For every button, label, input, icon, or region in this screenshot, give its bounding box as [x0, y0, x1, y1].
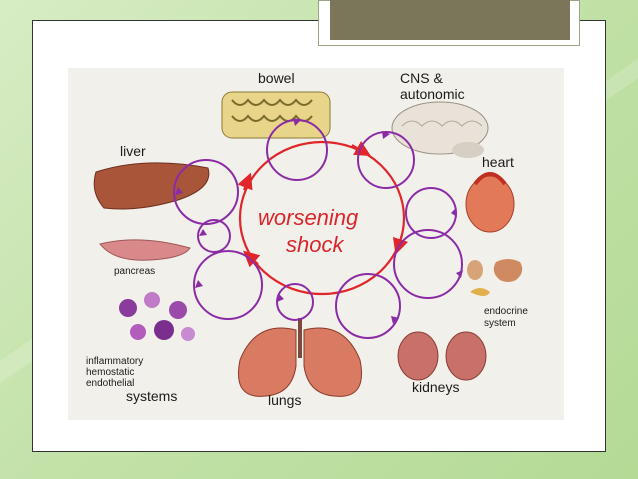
title-bar — [330, 0, 570, 40]
pancreas-loop — [197, 219, 231, 253]
pancreas-image — [99, 239, 191, 261]
endocrine-image — [467, 259, 523, 296]
label-lungs: lungs — [268, 392, 302, 408]
label-system: system — [484, 318, 516, 329]
liver-loop — [173, 159, 239, 225]
inflammatory-loop — [193, 250, 263, 320]
cycle-arrow — [243, 250, 261, 268]
label-inflammatory: inflammatory — [86, 356, 144, 367]
cycle-arrow — [237, 172, 253, 191]
label-endocrine: endocrine — [484, 306, 528, 317]
kidneys-loop — [335, 273, 401, 339]
label-heart: heart — [482, 154, 514, 170]
worsening-shock-cycle — [237, 140, 409, 296]
label-endothelial: endothelial — [86, 378, 135, 389]
label-cns: CNS & — [400, 70, 443, 86]
kidneys-image — [397, 331, 487, 381]
bowel-image — [221, 91, 331, 139]
liver-image — [93, 162, 210, 210]
label-systems: systems — [126, 388, 178, 404]
loop-arrowheads — [175, 118, 463, 324]
label-bowel: bowel — [258, 70, 295, 86]
heart-image — [465, 172, 515, 233]
label-pancreas: pancreas — [114, 266, 156, 277]
cycle-arrow — [351, 141, 371, 157]
label-hemostatic: hemostatic — [86, 367, 135, 378]
cns-loop — [357, 131, 415, 189]
center-label-worsening: worsening — [258, 205, 359, 230]
lungs-image — [238, 318, 362, 397]
center-label-shock: shock — [286, 232, 344, 257]
endocrine-loop — [393, 229, 463, 299]
label-kidneys: kidneys — [412, 379, 460, 395]
label-liver: liver — [120, 143, 146, 159]
brain-image — [391, 101, 489, 158]
label-autonomic: autonomic — [400, 86, 465, 102]
immune-cells-image — [119, 292, 195, 341]
